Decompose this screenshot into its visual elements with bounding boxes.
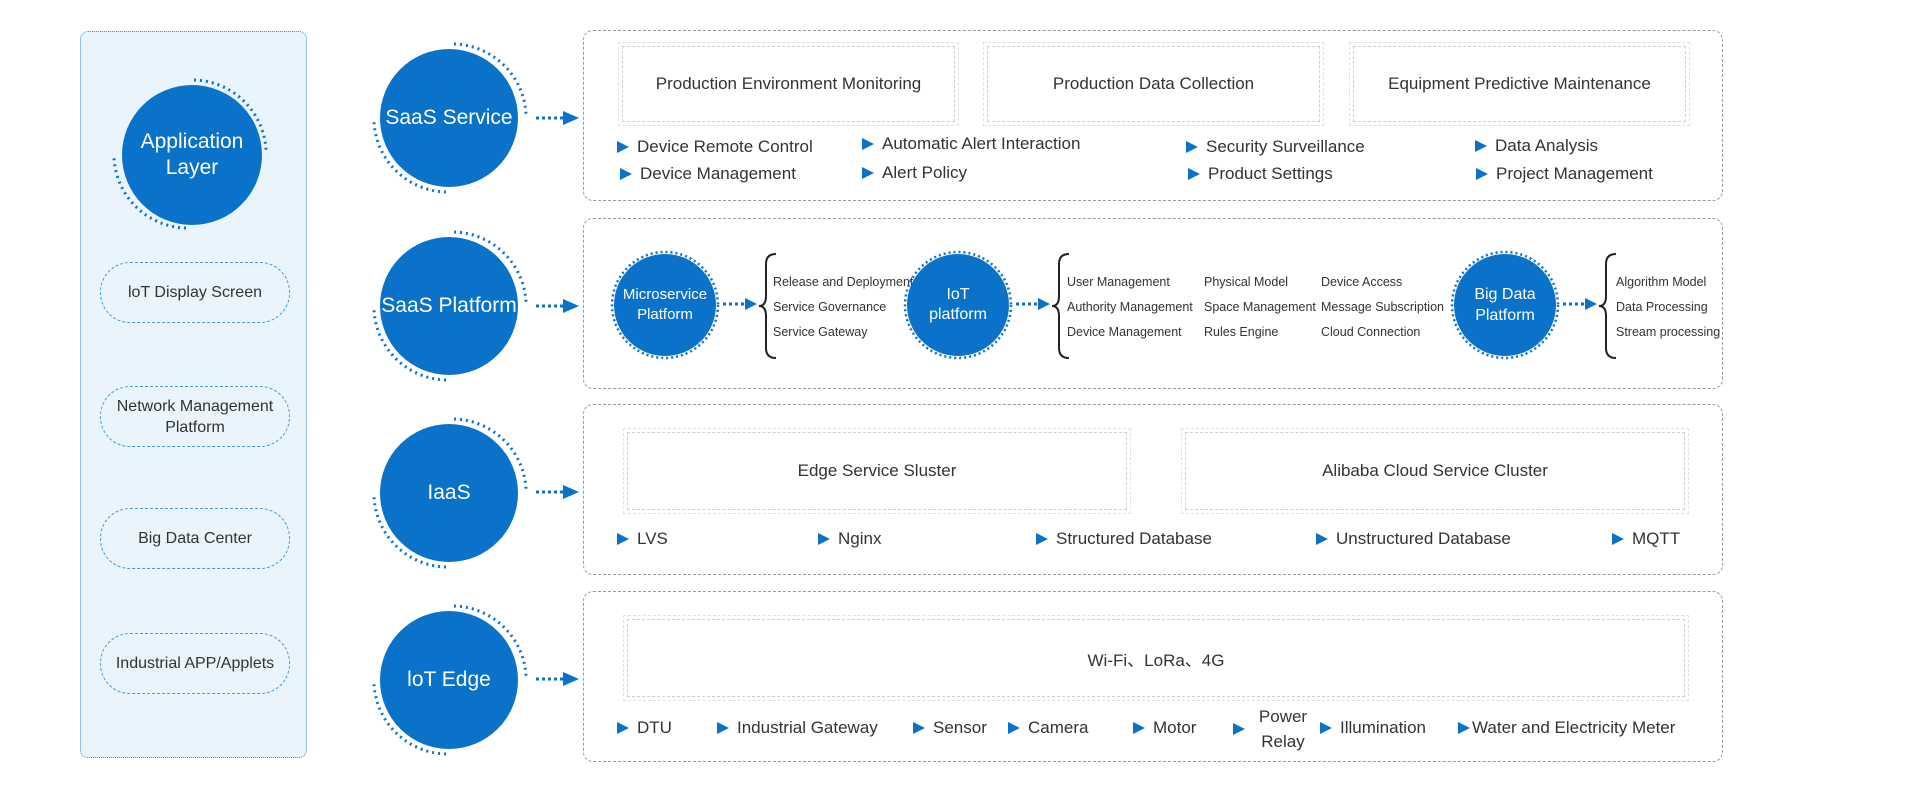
iot-platform-item: User Management — [1067, 275, 1170, 289]
iot-edge-item: Illumination — [1320, 718, 1426, 738]
iot-platform-item: Message Subscription — [1321, 300, 1444, 314]
iaas-item: Nginx — [818, 529, 881, 549]
iot-platform-item: Rules Engine — [1204, 325, 1279, 339]
big-data-item: Algorithm Model — [1616, 275, 1707, 289]
network-protocols-box: Wi-Fi、LoRa、4G — [623, 615, 1689, 701]
big-data-item: Stream processing — [1616, 325, 1721, 339]
iaas-circle: IaaS — [380, 424, 518, 562]
application-layer-circle: Application Layer — [122, 85, 262, 225]
saas-service-box — [583, 30, 1723, 201]
triangle-bullet-icon — [1458, 722, 1470, 734]
triangle-bullet-icon — [862, 167, 874, 179]
big-data-brace — [1598, 253, 1617, 359]
iaas-box — [583, 404, 1723, 575]
iaas-item: MQTT — [1612, 529, 1680, 549]
triangle-bullet-icon — [862, 138, 874, 150]
iot-platform-brace — [1051, 253, 1070, 359]
big-data-item: Data Processing — [1616, 300, 1708, 314]
saas-service-item: Device Remote Control — [617, 137, 813, 157]
saas-service-item: Product Settings — [1188, 164, 1333, 184]
big-data-platform-circle: Big Data Platform — [1454, 254, 1556, 356]
microservice-item: Release and Deployment — [773, 275, 914, 289]
triangle-bullet-icon — [617, 722, 629, 734]
microservice-brace — [758, 253, 777, 359]
iot-platform-item: Authority Management — [1067, 300, 1193, 314]
iot-edge-item: Industrial Gateway — [717, 718, 878, 738]
triangle-bullet-icon — [818, 533, 830, 545]
triangle-bullet-icon — [617, 141, 629, 153]
triangle-bullet-icon — [617, 533, 629, 545]
left-panel-item-display-screen: loT Display Screen — [100, 262, 290, 323]
triangle-bullet-icon — [1476, 168, 1488, 180]
saas-service-item: Data Analysis — [1475, 136, 1598, 156]
iot-edge-item: Camera — [1008, 718, 1088, 738]
iot-edge-arrow — [536, 672, 579, 686]
triangle-bullet-icon — [1475, 140, 1487, 152]
triangle-bullet-icon — [1233, 723, 1245, 735]
triangle-bullet-icon — [1133, 722, 1145, 734]
triangle-bullet-icon — [1188, 168, 1200, 180]
triangle-bullet-icon — [1320, 722, 1332, 734]
saas-platform-box — [583, 218, 1723, 389]
triangle-bullet-icon — [717, 722, 729, 734]
microservice-platform-circle: Microservice Platform — [614, 254, 716, 356]
microservice-item: Service Governance — [773, 300, 887, 314]
left-panel-item-industrial-app: Industrial APP/Applets — [100, 633, 290, 694]
saas-service-circle: SaaS Service — [380, 49, 518, 187]
left-panel-item-network-management: Network Management Platform — [100, 386, 290, 447]
triangle-bullet-icon — [1612, 533, 1624, 545]
big-data-arrow — [1563, 298, 1597, 310]
application-layer-title: Application Layer — [140, 130, 244, 179]
iot-edge-circle: loT Edge — [380, 611, 518, 749]
iot-platform-arrow — [1016, 298, 1050, 310]
production-data-collection-box: Production Data Collection — [983, 42, 1324, 126]
iot-platform-item: Physical Model — [1204, 275, 1289, 289]
iaas-arrow — [536, 485, 579, 499]
iot-platform-item: Cloud Connection — [1321, 325, 1421, 339]
saas-service-item: Device Management — [620, 164, 796, 184]
iaas-item: Structured Database — [1036, 529, 1212, 549]
iot-platform-item: Space Management — [1204, 300, 1316, 314]
triangle-bullet-icon — [1008, 722, 1020, 734]
saas-service-item: Project Management — [1476, 164, 1653, 184]
microservice-item: Service Gateway — [773, 325, 868, 339]
triangle-bullet-icon — [913, 722, 925, 734]
iaas-item: LVS — [617, 529, 668, 549]
saas-service-arrow — [536, 111, 579, 125]
saas-service-item: Security Surveillance — [1186, 137, 1365, 157]
equipment-predictive-maintenance-box: Equipment Predictive Maintenance — [1349, 42, 1690, 126]
iot-platform-item: Device Access — [1321, 275, 1403, 289]
iot-edge-item: Water and Electricity Meter — [1458, 718, 1675, 738]
iaas-item: Unstructured Database — [1316, 529, 1511, 549]
triangle-bullet-icon — [620, 168, 632, 180]
production-environment-monitoring-box: Production Environment Monitoring — [618, 42, 959, 126]
alibaba-cloud-cluster-box: Alibaba Cloud Service Cluster — [1181, 428, 1689, 514]
saas-service-item: Alert Policy — [862, 163, 967, 183]
iot-platform-item: Device Management — [1067, 325, 1182, 339]
iot-edge-box — [583, 591, 1723, 762]
iot-edge-item: Power Relay — [1233, 704, 1313, 754]
edge-service-cluster-box: Edge Service Sluster — [623, 428, 1131, 514]
saas-platform-circle: SaaS Platform — [380, 237, 518, 375]
triangle-bullet-icon — [1186, 141, 1198, 153]
triangle-bullet-icon — [1316, 533, 1328, 545]
iot-platform-circle: IoT platform — [907, 254, 1009, 356]
saas-service-item: Automatic Alert Interaction — [862, 134, 1080, 154]
triangle-bullet-icon — [1036, 533, 1048, 545]
iot-edge-item: Sensor — [913, 718, 987, 738]
iot-edge-item: DTU — [617, 718, 672, 738]
iot-edge-item: Motor — [1133, 718, 1196, 738]
microservice-arrow — [723, 298, 757, 310]
saas-platform-arrow — [536, 299, 579, 313]
left-panel-item-big-data-center: Big Data Center — [100, 508, 290, 569]
